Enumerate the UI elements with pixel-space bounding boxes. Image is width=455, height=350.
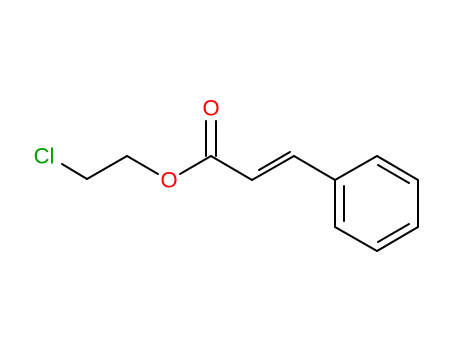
bond-o-c3: [179, 155, 212, 175]
bonds: [61, 120, 336, 181]
ring-bond-6: [334, 155, 378, 181]
atom-labels: Cl O O: [34, 96, 220, 193]
ring-inner-bond-2: [377, 223, 410, 243]
carbonyl-oxygen-label: O: [202, 96, 219, 121]
bond-c2-o: [126, 155, 159, 175]
bond-c5-ring: [293, 155, 336, 181]
bond-c4-c5-double: [258, 151, 291, 171]
bond-c1-c2: [86, 155, 128, 180]
ring-bond-2: [334, 226, 378, 252]
benzene-ring: [334, 155, 419, 252]
bond-cl-c1: [61, 163, 88, 180]
ring-inner-bond-3: [377, 164, 410, 184]
ester-oxygen-label: O: [160, 168, 177, 193]
chlorine-label: Cl: [34, 144, 55, 169]
ring-bond-3: [376, 226, 419, 252]
bond-c4-c5: [251, 155, 295, 181]
bond-c3-c4: [210, 155, 253, 181]
ring-bond-5: [376, 155, 419, 181]
